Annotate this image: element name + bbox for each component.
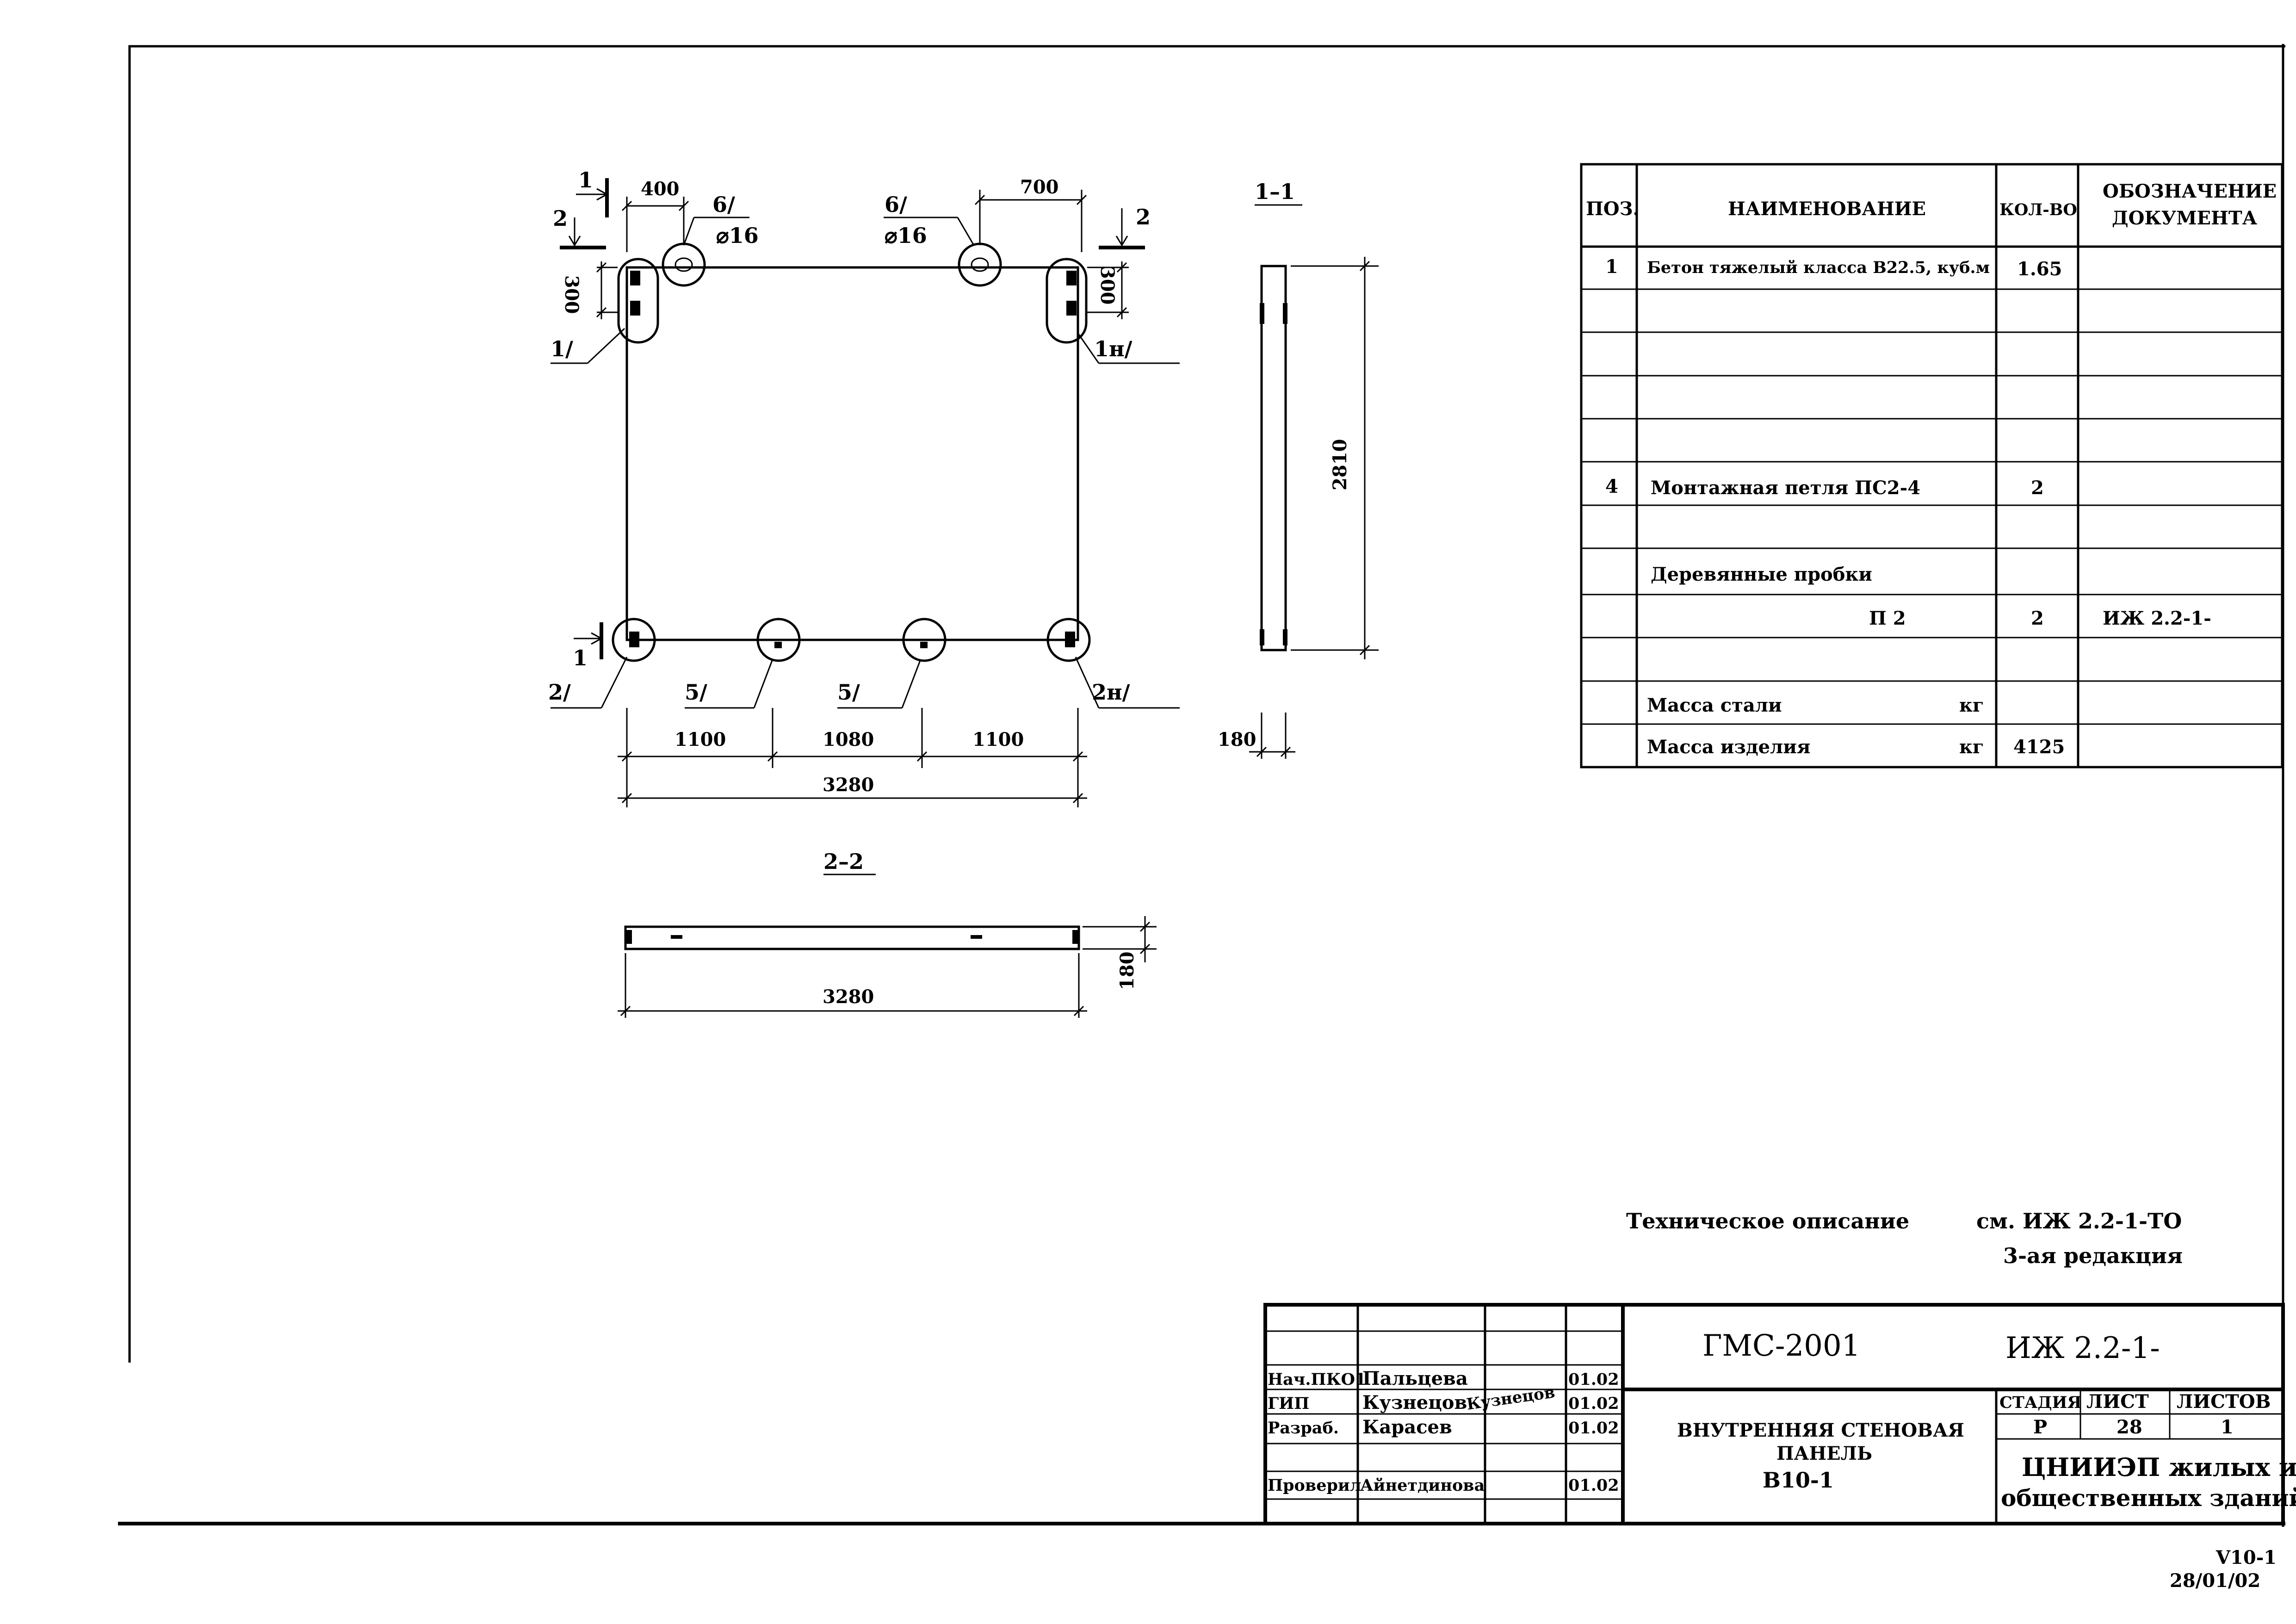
- title-block: ГМС-2001 ИЖ 2.2-1- Нач.ПКО1 Пальцева 01.…: [1263, 1303, 2296, 1525]
- position-leaders: 1/ 1н/ 2/ 2н/ 5/ 5/ 6/ ⌀16 6/ ⌀16: [548, 192, 1180, 709]
- spec-plug-doc: ИЖ 2.2-1-: [2103, 607, 2211, 629]
- position-6-left: 6/: [712, 192, 735, 217]
- spec-steel-mass-label: Масса стали: [1647, 694, 1782, 716]
- section-2-2-title: 2–2: [823, 849, 864, 874]
- stage-value: Р: [2033, 1416, 2047, 1438]
- spec-row-4-qty: 2: [2031, 477, 2044, 499]
- notes: Техническое описание см. ИЖ 2.2-1-ТО 3-а…: [1626, 1209, 2183, 1268]
- embedded-part-2: [612, 618, 656, 662]
- spec-plug-name: П 2: [1869, 607, 1906, 629]
- spec-header-pos: ПОЗ.: [1586, 198, 1639, 220]
- spec-header-doc-2: ДОКУМЕНТА: [2112, 207, 2258, 229]
- dim-right-300: 300: [1096, 266, 1118, 305]
- section-2-2-thickness: 180: [1116, 952, 1138, 991]
- spec-plug-qty: 2: [2031, 607, 2044, 629]
- spec-steel-mass-unit: кг: [1959, 694, 1984, 716]
- section-cut-markers: 1 2 2 1: [553, 167, 1151, 670]
- position-1: 1/: [551, 336, 573, 361]
- cut-mark-1-bottom: 1: [573, 645, 588, 670]
- spec-item-mass-label: Масса изделия: [1647, 736, 1810, 758]
- hole-diameter-right: ⌀16: [885, 223, 927, 248]
- wood-plug-right: [902, 618, 947, 662]
- spec-row-1-name: Бетон тяжелый класса B22.5, куб.м: [1647, 258, 1990, 277]
- organization-line-1: ЦНИИЭП жилых и: [2022, 1452, 2296, 1482]
- staff-date-1: 01.02: [1568, 1370, 1619, 1389]
- staff-name-3: Карасев: [1362, 1416, 1452, 1438]
- tech-description-label: Техническое описание: [1626, 1209, 1909, 1233]
- spec-row-1-qty: 1.65: [2017, 258, 2062, 280]
- spec-header-doc-1: ОБОЗНАЧЕНИЕ: [2103, 180, 2277, 202]
- spec-item-mass-unit: кг: [1959, 736, 1984, 758]
- spec-wood-plugs-label: Деревянные пробки: [1651, 564, 1872, 585]
- footer-date: 28/01/02: [2170, 1570, 2260, 1592]
- section-2-2-length: 3280: [823, 986, 874, 1008]
- dim-bottom-1: 1100: [675, 729, 726, 750]
- staff-name-2: Кузнецов: [1362, 1392, 1467, 1413]
- staff-role-2: ГИП: [1268, 1394, 1309, 1413]
- sheets-label: ЛИСТОВ: [2177, 1391, 2271, 1413]
- section-1-1-height: 2810: [1329, 439, 1351, 490]
- cut-mark-2-top: 2: [553, 206, 568, 231]
- document-code: ИЖ 2.2-1-: [2005, 1331, 2160, 1365]
- position-2n: 2н/: [1092, 680, 1130, 705]
- panel-outline: [625, 266, 1079, 641]
- signature: Кузнецов: [1466, 1383, 1556, 1413]
- drawing-title-line-3: В10-1: [1763, 1468, 1834, 1493]
- embedded-part-1n: [1046, 258, 1088, 344]
- wood-plug-left: [756, 618, 801, 662]
- staff-role-5: Проверил: [1268, 1476, 1362, 1495]
- lifting-hole-right: [958, 242, 1002, 287]
- edition-note: 3-ая редакция: [2003, 1243, 2183, 1268]
- dim-total-length: 3280: [823, 774, 874, 796]
- cut-mark-1-top: 1: [578, 167, 593, 192]
- section-1-1: 1–1 2810 180: [1218, 179, 1379, 759]
- spec-item-mass-qty: 4125: [2013, 736, 2065, 758]
- spec-row-4-name: Монтажная петля ПС2-4: [1651, 477, 1920, 499]
- stage-label: СТАДИЯ: [1999, 1393, 2081, 1412]
- dim-loop-left: 400: [641, 178, 680, 200]
- staff-date-2: 01.02: [1568, 1394, 1619, 1413]
- section-1-1-thickness: 180: [1218, 729, 1256, 750]
- spec-header-qty: КОЛ-ВО: [1999, 200, 2077, 219]
- embedded-part-1: [617, 258, 659, 344]
- staff-date-5: 01.02: [1568, 1476, 1619, 1495]
- footer-stamp: V10-1 28/01/02: [2170, 1547, 2277, 1592]
- dim-left-300: 300: [561, 275, 582, 314]
- position-5-right: 5/: [837, 680, 860, 705]
- spec-table: ПОЗ. НАИМЕНОВАНИЕ КОЛ-ВО ОБОЗНАЧЕНИЕ ДОК…: [1580, 163, 2284, 769]
- cut-mark-2-right: 2: [1136, 205, 1151, 229]
- position-5-left: 5/: [685, 680, 707, 705]
- drawing-title-line-1: ВНУТРЕННЯЯ СТЕНОВАЯ: [1677, 1419, 1964, 1441]
- sheet-label: ЛИСТ: [2086, 1391, 2149, 1413]
- position-6-right: 6/: [885, 192, 907, 217]
- section-2-2: 2–2 180 3280: [618, 849, 1157, 1018]
- organization-line-2: общественных зданий: [2001, 1484, 2296, 1512]
- sheet-value: 28: [2117, 1416, 2142, 1438]
- spec-header-name: НАИМЕНОВАНИЕ: [1728, 198, 1926, 220]
- elevation-dimensions: 400 700 300 300: [561, 176, 1129, 807]
- position-2: 2/: [548, 680, 571, 705]
- spec-row-1-pos: 1: [1605, 256, 1618, 278]
- hole-diameter-left: ⌀16: [716, 223, 759, 248]
- staff-name-1: Пальцева: [1362, 1368, 1468, 1389]
- project-name: ГМС-2001: [1702, 1329, 1860, 1363]
- lifting-hole-left: [662, 242, 706, 287]
- tech-description-ref: см. ИЖ 2.2-1-ТО: [1976, 1209, 2182, 1233]
- panel-elevation: 1 2 2 1 1/ 1н/ 2/: [548, 167, 1180, 807]
- dim-bottom-2: 1080: [823, 729, 874, 750]
- spec-row-4-pos: 4: [1605, 476, 1618, 497]
- embedded-part-2n: [1046, 618, 1091, 662]
- staff-role-3: Разраб.: [1268, 1419, 1339, 1438]
- staff-role-1: Нач.ПКО1: [1268, 1370, 1366, 1389]
- sheets-value: 1: [2221, 1416, 2234, 1438]
- section-1-1-title: 1–1: [1255, 179, 1295, 204]
- staff-name-5: Айнетдинова: [1360, 1476, 1485, 1495]
- drawing-title-line-2: ПАНЕЛЬ: [1776, 1443, 1872, 1464]
- footer-code: V10-1: [2216, 1547, 2277, 1568]
- dim-bottom-3: 1100: [972, 729, 1024, 750]
- position-1n: 1н/: [1094, 336, 1133, 361]
- staff-date-3: 01.02: [1568, 1419, 1619, 1438]
- dim-loop-right: 700: [1020, 176, 1059, 198]
